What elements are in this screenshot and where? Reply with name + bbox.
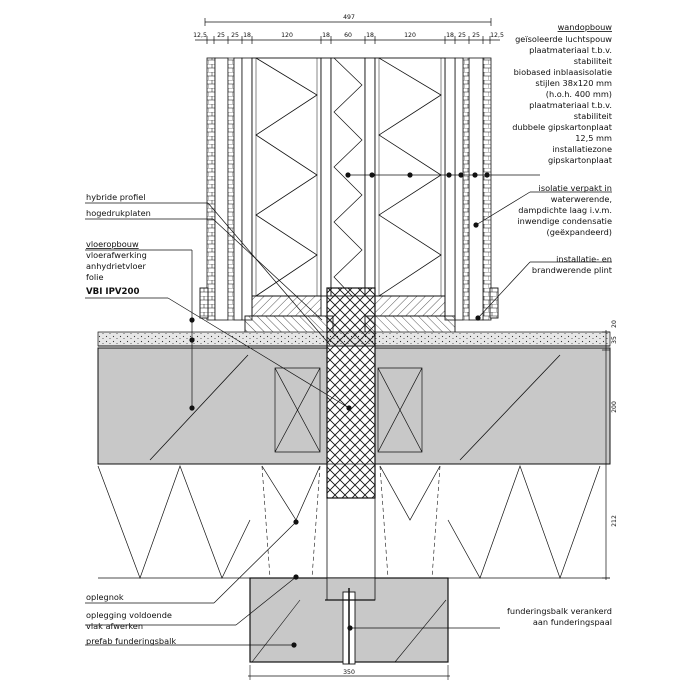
label-line: geïsoleerde luchtspouw — [515, 34, 612, 44]
label-vbi-ipv200: VBI IPV200 — [86, 287, 139, 297]
label-line: vlak afwerken — [86, 621, 143, 631]
label-line: 12,5 mm — [575, 133, 612, 143]
label-line: (h.o.h. 400 mm) — [546, 89, 612, 99]
label-line: (geëxpandeerd) — [547, 227, 612, 237]
label-line: funderingsbalk verankerd — [507, 606, 612, 616]
dim-slab: 200 — [611, 401, 618, 413]
right-labels: wandopbouw geïsoleerde luchtspouw plaatm… — [507, 22, 613, 627]
label-line: waterwerende, — [551, 194, 612, 204]
label-line: installatie- en — [556, 254, 612, 264]
steel-beam — [326, 287, 376, 499]
dim-part: 18 — [243, 32, 251, 39]
dim-part: 60 — [344, 32, 352, 39]
left-labels: hybride profiel hogedrukplaten vloeropbo… — [86, 192, 176, 646]
label-line: aan funderingspaal — [533, 617, 612, 627]
right-dimension-chain: 35 20 200 212 — [602, 320, 618, 580]
dim-part: 18 — [322, 32, 330, 39]
wall-section — [199, 57, 499, 339]
dim-part: 12,5 — [193, 32, 207, 39]
label-line: anhydrietvloer — [86, 261, 146, 271]
label-line: oplegging voldoende — [86, 610, 172, 620]
label-line: plaatmateriaal t.b.v. — [529, 100, 612, 110]
label-line: stabiliteit — [574, 56, 613, 66]
label-line: dubbele gipskartonplaat — [512, 122, 613, 132]
label-prefab-funderingsbalk: prefab funderingsbalk — [86, 636, 176, 646]
dim-part: 18 — [446, 32, 454, 39]
label-wandopbouw: wandopbouw — [558, 22, 613, 32]
dim-floor-a: 35 — [611, 336, 618, 344]
dim-crawl: 212 — [611, 515, 618, 527]
dim-foundation-width: 350 — [343, 669, 355, 676]
label-hogedrukplaten: hogedrukplaten — [86, 208, 151, 218]
label-line: biobased inblaasisolatie — [514, 67, 612, 77]
leader-markers — [189, 172, 490, 648]
dim-total-width: 497 — [343, 14, 355, 21]
top-dimension-chain: 497 12,5 25 25 18 120 18 60 18 120 18 25… — [193, 14, 504, 44]
label-line: stabiliteit — [574, 111, 613, 121]
dim-part: 18 — [366, 32, 374, 39]
label-oplegnok: oplegnok — [86, 592, 124, 602]
label-line: plaatmateriaal t.b.v. — [529, 45, 612, 55]
label-line: gipskartonplaat — [548, 155, 613, 165]
label-vloeropbouw: vloeropbouw — [86, 239, 139, 249]
label-line: isolatie verpakt in — [539, 183, 612, 193]
label-line: installatiezone — [552, 144, 612, 154]
dim-part: 12,5 — [490, 32, 504, 39]
label-line: folie — [86, 272, 103, 282]
crawl-space — [97, 463, 610, 580]
leader-lines — [85, 174, 612, 646]
label-line: brandwerende plint — [532, 265, 613, 275]
label-line: inwendige condensatie — [517, 216, 612, 226]
dim-part: 25 — [217, 32, 225, 39]
label-line: stijlen 38x120 mm — [535, 78, 612, 88]
label-line: vloerafwerking — [86, 250, 147, 260]
foundation-beam — [249, 577, 449, 665]
bottom-dimension: 350 — [248, 665, 450, 680]
label-line: dampdichte laag i.v.m. — [518, 205, 612, 215]
label-hybride-profiel: hybride profiel — [86, 192, 146, 202]
dim-part: 25 — [472, 32, 480, 39]
dim-part: 25 — [231, 32, 239, 39]
dim-floor-b: 20 — [611, 320, 618, 328]
dim-part: 120 — [404, 32, 416, 39]
dim-part: 25 — [458, 32, 466, 39]
dim-part: 120 — [281, 32, 293, 39]
